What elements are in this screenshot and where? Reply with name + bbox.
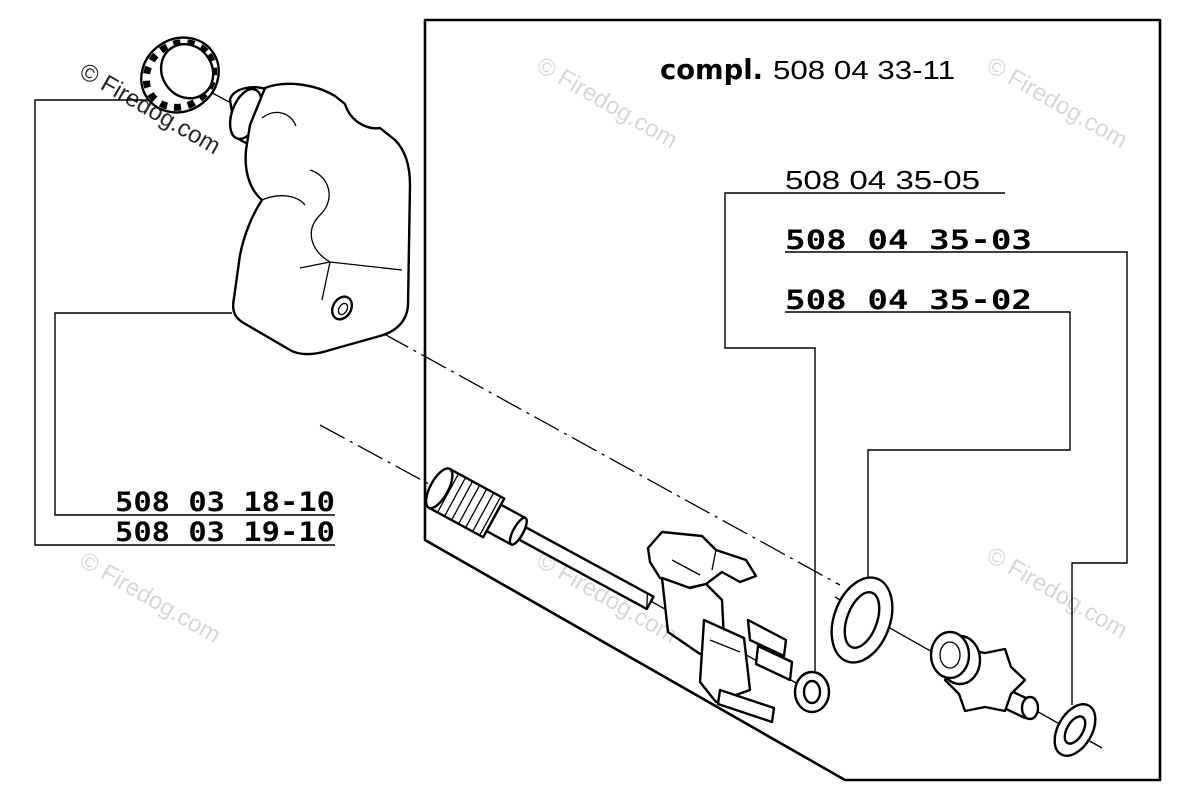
shaft-part: [424, 467, 655, 611]
callout-upper-right-1: 508 04 35-05: [785, 165, 980, 195]
leader-line-upper-right-3: [785, 311, 1071, 578]
assembly-box-outline: [423, 18, 1162, 782]
leader-line-upper-right-1: [724, 192, 1005, 672]
small-washer-left-part: [793, 670, 831, 714]
bracket-part: [646, 530, 794, 724]
watermark-bottom-left: © Firedog.com: [75, 547, 225, 649]
assembly-label-prefix: compl.: [660, 53, 763, 86]
gear-nut-part: [929, 630, 1040, 721]
leader-line-inner-left: [54, 312, 335, 516]
small-washer-right-part: [1053, 703, 1097, 757]
axis-line-handle: [345, 312, 841, 586]
callout-upper-right-3: 508 04 35-02: [785, 285, 1032, 316]
assembly-part-number: 508 04 33-11: [773, 55, 955, 85]
large-washer-part: [830, 576, 894, 664]
axis-line-shaft: [319, 424, 441, 491]
callout-left-1: 508 03 18-10: [115, 487, 335, 518]
leader-line-upper-right-2: [785, 251, 1128, 705]
handle-part: [228, 82, 412, 356]
leader-line-outer-left: [34, 99, 335, 546]
callout-left-2: 508 03 19-10: [115, 517, 335, 548]
callout-upper-right-2: 508 04 35-03: [785, 225, 1032, 256]
knob-part: [140, 36, 220, 114]
watermark-top-right: © Firedog.com: [982, 52, 1132, 154]
watermark-bottom-right: © Firedog.com: [982, 542, 1132, 644]
